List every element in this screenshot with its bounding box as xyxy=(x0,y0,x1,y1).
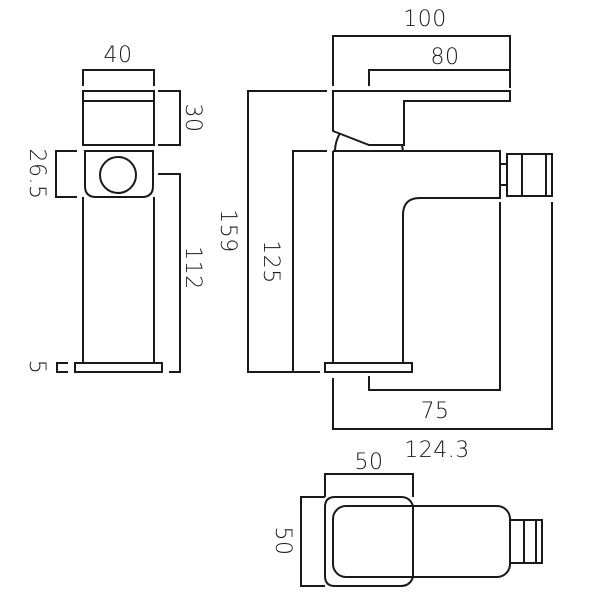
front-overall-reach-label: 100 xyxy=(403,7,447,32)
plan-body-outline xyxy=(332,505,511,578)
front-total-projection-label: 124.3 xyxy=(404,438,469,463)
front-nozzle-connector xyxy=(499,163,508,186)
front-lever-neck-left xyxy=(334,132,341,152)
front-view: 100 80 159 125 75 124.3 xyxy=(215,7,553,463)
front-nozzle xyxy=(506,153,553,197)
front-total-projection-dimension xyxy=(332,202,553,430)
side-base-height-dimension xyxy=(56,362,68,373)
front-spout-reach-label: 75 xyxy=(421,399,450,424)
side-base-plate xyxy=(74,362,163,373)
side-head-height-dimension xyxy=(158,90,181,146)
plan-depth-dimension xyxy=(300,496,325,587)
front-spout-height-dimension xyxy=(292,150,327,372)
side-handle-height-label: 26.5 xyxy=(24,149,49,200)
plan-width-dimension xyxy=(324,473,414,497)
side-body-height-dimension xyxy=(158,173,181,373)
front-lever-length-dimension xyxy=(368,69,510,86)
front-overall-height-dimension xyxy=(247,90,327,373)
side-handle-height-dimension xyxy=(55,150,77,198)
front-spout xyxy=(333,150,501,363)
front-spout-height-label: 125 xyxy=(258,240,283,284)
front-overall-height-label: 159 xyxy=(215,209,240,253)
side-base-height-label: 5 xyxy=(24,360,49,375)
front-lever xyxy=(332,90,511,146)
front-base-plate xyxy=(324,362,413,373)
side-view: 40 30 26.5 112 5 xyxy=(24,43,205,374)
plan-width-label: 50 xyxy=(355,450,384,475)
side-head-height-label: 30 xyxy=(180,104,205,133)
front-lever-length-label: 80 xyxy=(431,45,460,70)
side-handle-block xyxy=(84,150,154,198)
front-spout-reach-dimension xyxy=(368,202,501,391)
side-head-block xyxy=(82,90,155,146)
plan-depth-label: 50 xyxy=(270,527,295,556)
side-handle-knob xyxy=(99,156,137,194)
side-body-height-label: 112 xyxy=(180,246,205,290)
plan-base-outline xyxy=(324,496,414,587)
side-width-label: 40 xyxy=(104,43,133,68)
side-width-dimension xyxy=(82,69,155,86)
plan-nozzle xyxy=(509,519,543,564)
front-overall-reach-dimension xyxy=(332,35,511,88)
plan-view: 50 50 xyxy=(270,450,543,587)
